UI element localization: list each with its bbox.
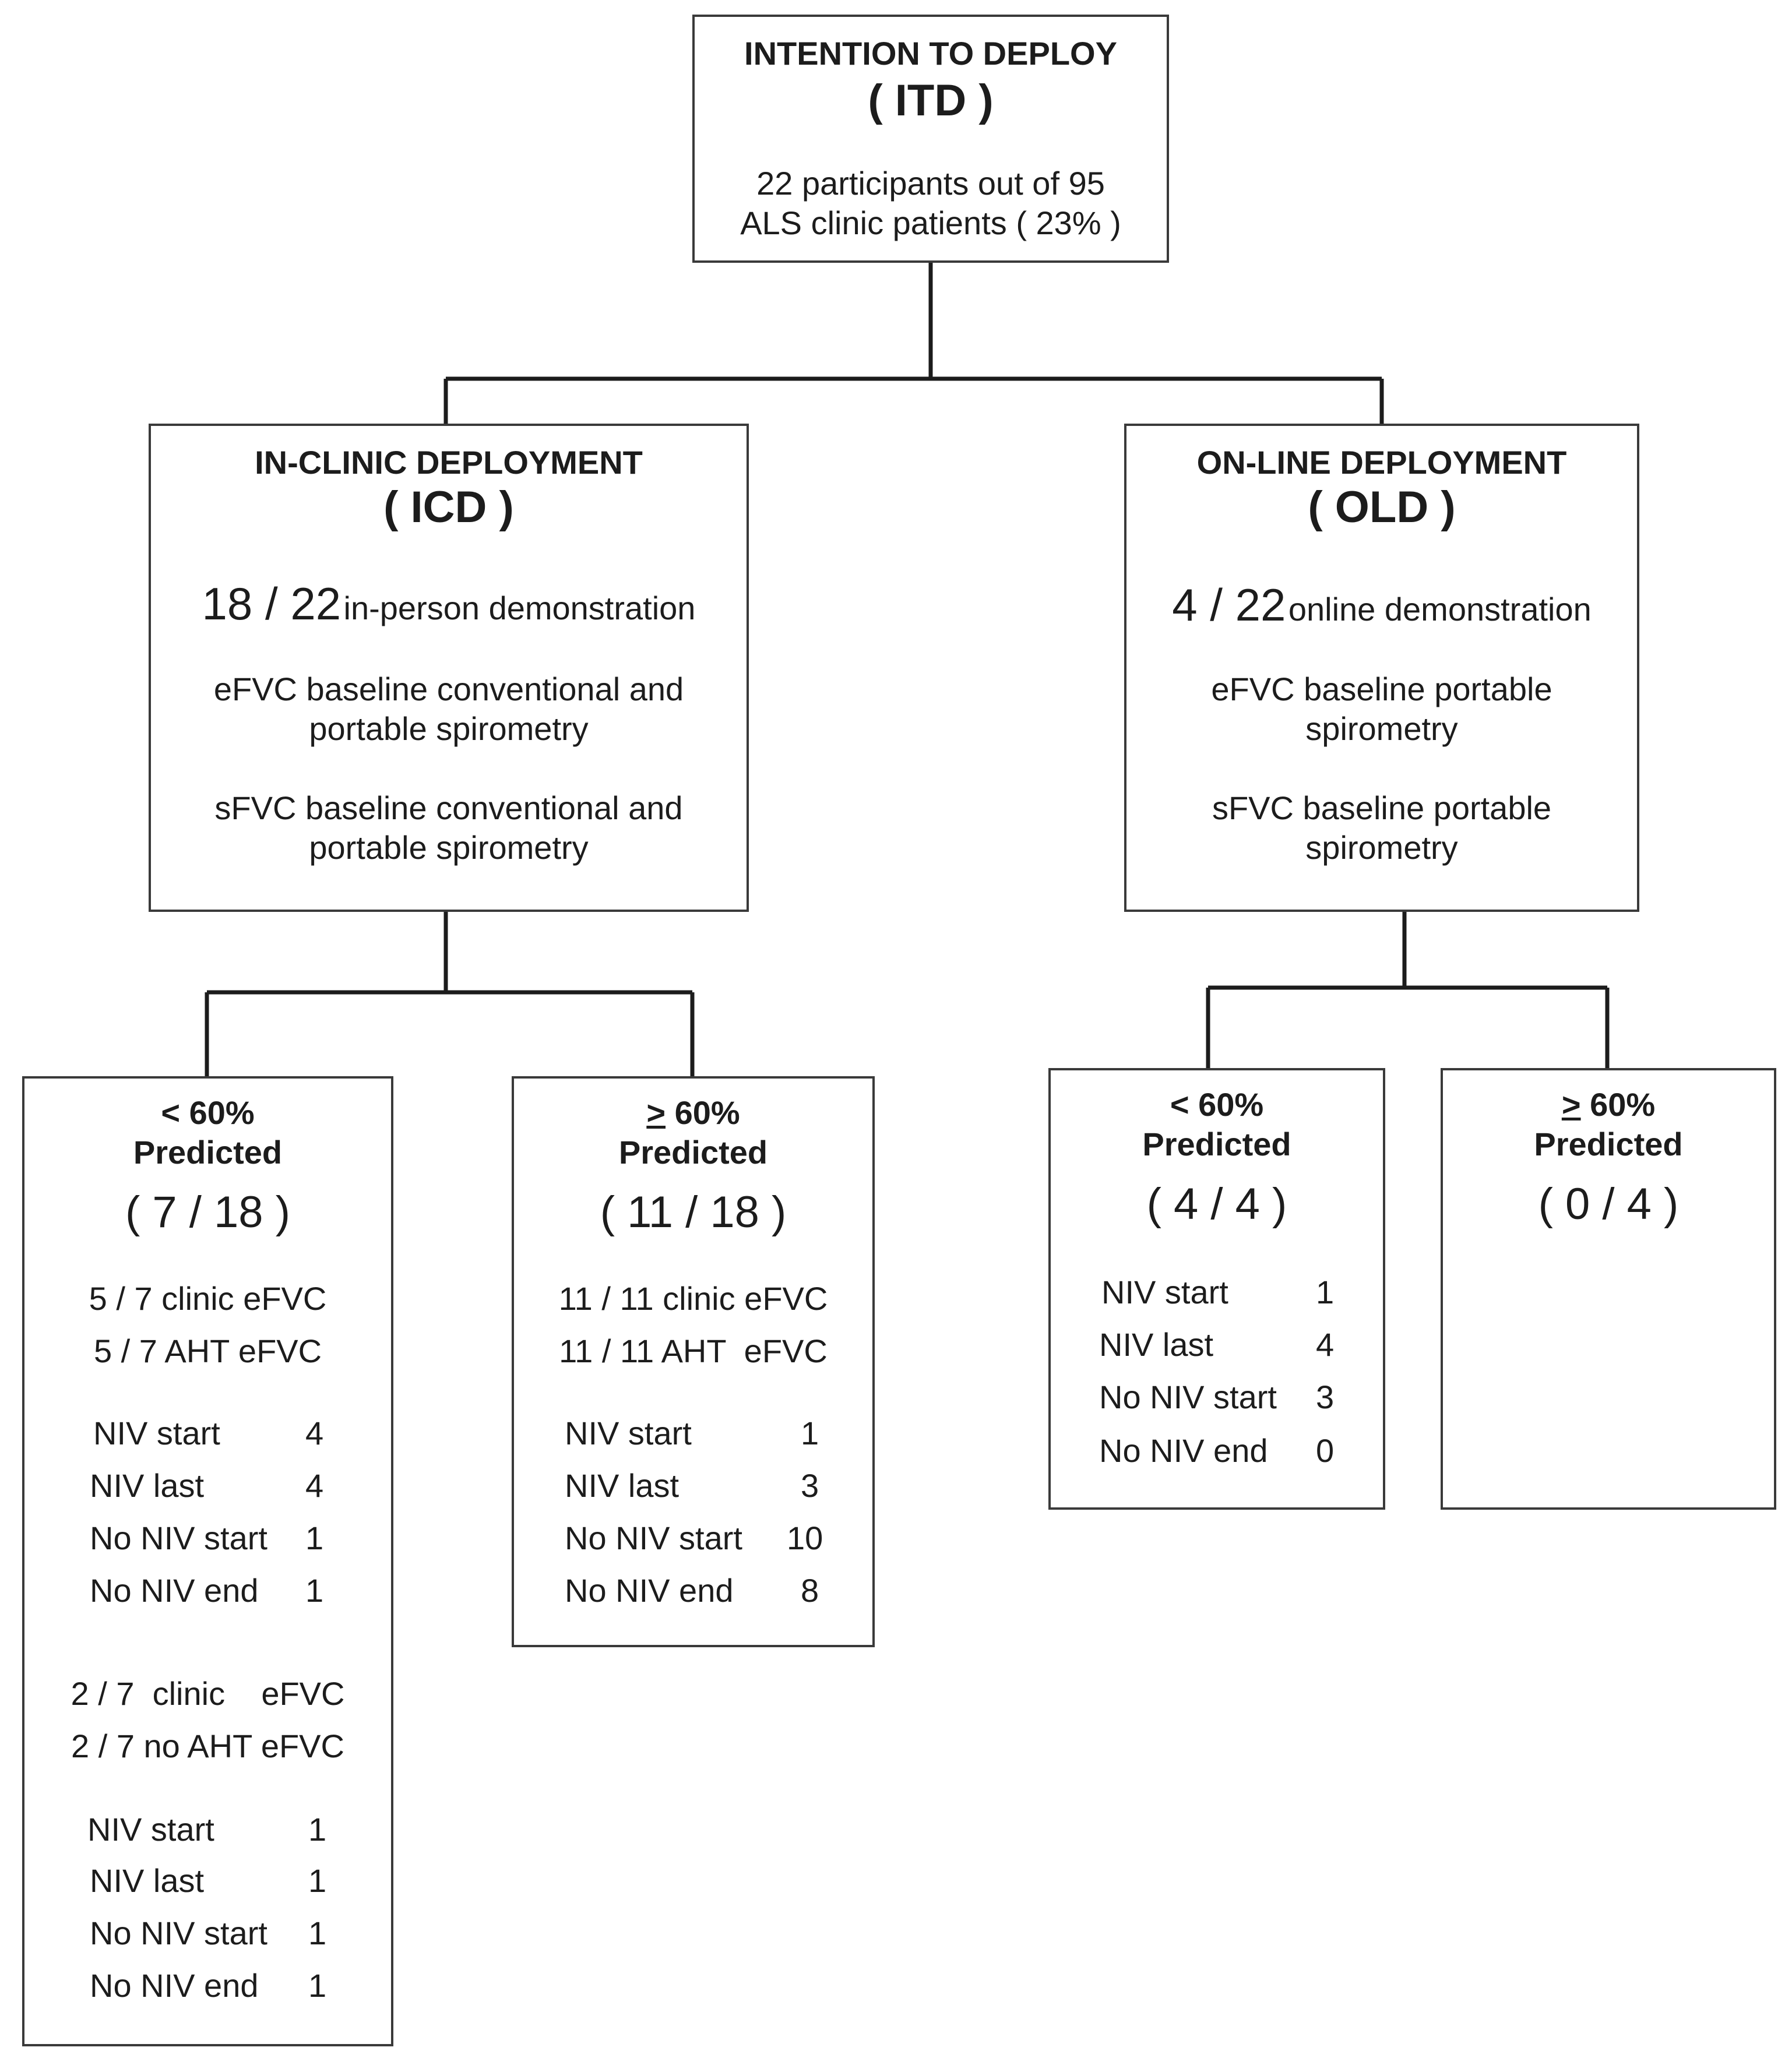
icd-sfvc-line1: sFVC baseline conventional and [214,790,683,826]
old-ge60-box: > 60% Predicted ( 0 / 4 ) [1441,1068,1776,1510]
itd-abbr: ( ITD ) [868,76,994,125]
itd-line1: 22 participants out of 95 [756,165,1105,202]
icd-ge60-r3-value: 10 [787,1520,823,1556]
old-lt60-r1-value: 1 [1316,1274,1335,1310]
old-lt60-r2-value: 4 [1316,1326,1335,1363]
icd-lt60-r1-value: 4 [305,1415,324,1451]
old-lt60-r4-value: 0 [1316,1432,1335,1469]
icd-lt60-s4-label: No NIV end [90,1967,259,2004]
icd-lt60-r4-label: No NIV end [90,1572,259,1609]
old-lt60-r2-label: NIV last [1099,1326,1214,1363]
icd-lt60-pred: Predicted [133,1134,283,1171]
icd-lt60-r1-label: NIV start [93,1415,220,1451]
icd-ge60-r2-label: NIV last [565,1467,680,1504]
old-count-label: online demonstration [1288,591,1592,628]
icd-lt60-s3-value: 1 [308,1915,327,1951]
icd-ge60-pct-line: > 60% [514,1094,872,1132]
icd-ge60-r1-label: NIV start [565,1415,692,1451]
icd-lt60-r2-label: NIV last [90,1467,205,1504]
icd-lt60-r3-value: 1 [305,1520,324,1556]
icd-efvc-line2: portable spirometry [309,710,589,747]
old-ge60-ratio: ( 0 / 4 ) [1538,1179,1679,1229]
icd-ge60-r3-label: No NIV start [565,1520,742,1556]
icd-count-line: 18 / 22 in-person demonstration [151,577,747,630]
icd-ge60-pred: Predicted [618,1134,768,1171]
icd-title: IN-CLINIC DEPLOYMENT [255,444,643,481]
icd-sfvc-line2: portable spirometry [309,829,589,866]
icd-ge60-r4-label: No NIV end [565,1572,734,1609]
old-lt60-r3-value: 3 [1316,1379,1335,1415]
old-ge60-pred: Predicted [1534,1126,1683,1162]
old-lt60-pred: Predicted [1142,1126,1291,1162]
itd-title: INTENTION TO DEPLOY [744,35,1117,72]
old-box: ON-LINE DEPLOYMENT ( OLD ) 4 / 22 online… [1124,424,1639,912]
itd-box: INTENTION TO DEPLOY ( ITD ) 22 participa… [692,15,1169,263]
icd-ge60-ratio: ( 11 / 18 ) [600,1187,787,1237]
icd-lt60-s2-label: NIV last [90,1862,205,1899]
icd-lt60-s1-label: NIV start [87,1811,214,1848]
itd-line2: ALS clinic patients ( 23% ) [740,205,1121,241]
icd-ge60-pct: 60% [666,1094,740,1131]
icd-box: IN-CLINIC DEPLOYMENT ( ICD ) 18 / 22 in-… [149,424,749,912]
old-title: ON-LINE DEPLOYMENT [1196,444,1567,481]
icd-lt60-s2-value: 1 [308,1862,327,1899]
old-count-line: 4 / 22 online demonstration [1126,579,1637,632]
old-lt60-r1-label: NIV start [1101,1274,1228,1310]
icd-lt60-box: < 60% Predicted ( 7 / 18 ) 5 / 7 clinic … [22,1076,393,2046]
old-ge60-pct-line: > 60% [1443,1086,1774,1123]
icd-ge60-sym: > [646,1094,666,1131]
icd-ge60-r2-value: 3 [801,1467,819,1504]
icd-ge60-g1b: 11 / 11 AHT eFVC [559,1333,828,1369]
icd-count: 18 / 22 [202,578,341,629]
icd-ge60-box: > 60% Predicted ( 11 / 18 ) 11 / 11 clin… [512,1076,875,1647]
icd-count-label: in-person demonstration [343,590,696,626]
old-ge60-sym: > [1561,1086,1581,1123]
old-lt60-ratio: ( 4 / 4 ) [1146,1179,1287,1229]
icd-lt60-pct: < 60% [161,1094,255,1131]
old-abbr: ( OLD ) [1308,482,1456,532]
old-ge60-pct: 60% [1580,1086,1656,1123]
old-sfvc-line1: sFVC baseline portable [1212,790,1552,826]
old-lt60-pct: < 60% [1170,1086,1264,1123]
icd-ge60-r4-value: 8 [801,1572,819,1609]
icd-lt60-r2-value: 4 [305,1467,324,1504]
old-lt60-box: < 60% Predicted ( 4 / 4 ) NIV start 1 NI… [1048,1068,1385,1510]
icd-lt60-g2b: 2 / 7 no AHT eFVC [71,1728,344,1764]
icd-efvc-line1: eFVC baseline conventional and [213,671,684,707]
old-efvc-line2: spirometry [1305,710,1458,747]
icd-abbr: ( ICD ) [383,482,514,532]
icd-lt60-s3-label: No NIV start [90,1915,267,1951]
old-sfvc-line2: spirometry [1305,829,1458,866]
icd-ge60-r1-value: 1 [801,1415,819,1451]
icd-lt60-g1a: 5 / 7 clinic eFVC [89,1280,327,1317]
icd-lt60-r4-value: 1 [305,1572,324,1609]
icd-lt60-s4-value: 1 [308,1967,327,2004]
icd-lt60-g2a: 2 / 7 clinic eFVC [71,1675,345,1712]
icd-lt60-r3-label: No NIV start [90,1520,267,1556]
icd-lt60-g1b: 5 / 7 AHT eFVC [93,1333,322,1369]
old-efvc-line1: eFVC baseline portable [1211,671,1552,707]
icd-lt60-s1-value: 1 [308,1811,327,1848]
old-lt60-r3-label: No NIV start [1099,1379,1277,1415]
icd-ge60-g1a: 11 / 11 clinic eFVC [558,1280,828,1317]
old-count: 4 / 22 [1172,579,1286,630]
icd-lt60-ratio: ( 7 / 18 ) [125,1187,290,1237]
old-lt60-r4-label: No NIV end [1099,1432,1268,1469]
